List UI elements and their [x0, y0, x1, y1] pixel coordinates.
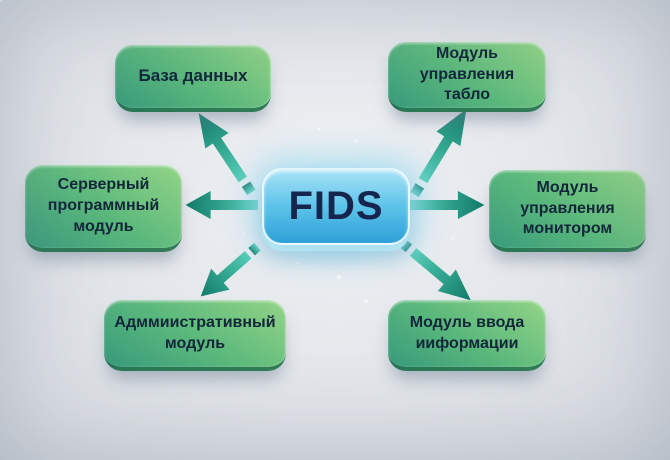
node-board-control-module: Модуль управления табло: [388, 42, 546, 112]
node-database: База данных: [115, 45, 271, 112]
sparkles-decoration: [0, 0, 2, 2]
node-server-software-module: Серверный программный модуль: [25, 165, 182, 252]
arrow-left-icon: [184, 188, 258, 222]
center-node-fids: FIDS: [262, 168, 410, 245]
node-administrative-module: Адммиистративный модуль: [104, 300, 286, 371]
arrow-up-right-icon: [400, 99, 482, 204]
arrow-down-left-icon: [188, 234, 268, 310]
node-information-input-module: Модуль ввода ииформации: [388, 300, 546, 371]
arrow-right-icon: [408, 188, 486, 222]
arrow-up-left-icon: [183, 102, 265, 202]
node-monitor-control-module: Модуль управления монитором: [489, 170, 646, 252]
